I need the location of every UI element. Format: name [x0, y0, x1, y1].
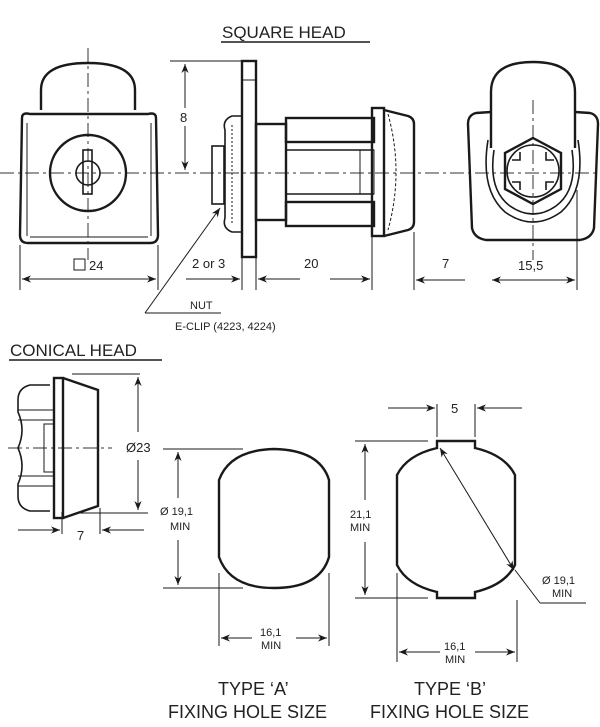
type-a-hole: Ø 19,1 MIN 16,1 MIN	[160, 447, 331, 652]
svg-text:Ø 19,1: Ø 19,1	[542, 575, 575, 587]
dim-head-square: 24	[19, 245, 159, 290]
svg-text:16,1: 16,1	[260, 627, 281, 639]
svg-text:7: 7	[77, 528, 84, 543]
svg-text:CONICAL HEAD: CONICAL HEAD	[10, 341, 137, 360]
type-a-caption: TYPE ‘A’ FIXING HOLE SIZE	[168, 679, 327, 722]
square-head-title: SQUARE HEAD	[221, 23, 370, 43]
svg-text:MIN: MIN	[552, 588, 572, 600]
svg-text:FIXING HOLE SIZE: FIXING HOLE SIZE	[168, 702, 327, 722]
svg-text:24: 24	[89, 258, 103, 273]
square-head-side-view	[211, 59, 416, 259]
svg-text:2 or 3: 2 or 3	[192, 256, 225, 271]
svg-text:FIXING HOLE SIZE: FIXING HOLE SIZE	[370, 702, 529, 722]
svg-text:TYPE ‘A’: TYPE ‘A’	[218, 679, 289, 699]
svg-text:21,1: 21,1	[350, 509, 371, 521]
svg-text:NUT: NUT	[190, 300, 213, 312]
conical-head-view	[8, 376, 112, 520]
svg-text:16,1: 16,1	[444, 641, 465, 653]
type-b-hole: 5 Ø 19,1 MIN 21,1 MIN 16,1 MIN	[350, 401, 586, 666]
svg-text:7: 7	[442, 256, 449, 271]
svg-text:MIN: MIN	[350, 522, 370, 534]
svg-text:E-CLIP (4223, 4224): E-CLIP (4223, 4224)	[175, 321, 276, 333]
svg-text:Ø 19,1: Ø 19,1	[160, 506, 193, 518]
conical-head-title: CONICAL HEAD	[9, 341, 162, 361]
square-head-end-view	[466, 60, 600, 260]
svg-text:5: 5	[451, 401, 458, 416]
dim-end-width: 15,5	[492, 190, 578, 290]
svg-text:MIN: MIN	[445, 654, 465, 666]
type-b-caption: TYPE ‘B’ FIXING HOLE SIZE	[370, 679, 529, 722]
svg-text:20: 20	[304, 256, 318, 271]
svg-text:8: 8	[180, 110, 187, 125]
svg-text:15,5: 15,5	[518, 258, 543, 273]
dim-flange-height: 8	[170, 60, 242, 170]
svg-text:TYPE ‘B’: TYPE ‘B’	[414, 679, 486, 699]
dim-row-side: 2 or 3 20 7	[186, 232, 465, 290]
square-head-front-view	[0, 48, 600, 260]
nut-eclip-callout: NUT E-CLIP (4223, 4224)	[144, 207, 276, 333]
dim-conical-length: 7	[18, 508, 144, 543]
svg-text:MIN: MIN	[170, 521, 190, 533]
dim-conical-diameter: Ø23	[72, 373, 151, 514]
svg-text:SQUARE HEAD: SQUARE HEAD	[222, 23, 346, 42]
svg-text:MIN: MIN	[261, 640, 281, 652]
svg-text:Ø23: Ø23	[126, 440, 151, 455]
